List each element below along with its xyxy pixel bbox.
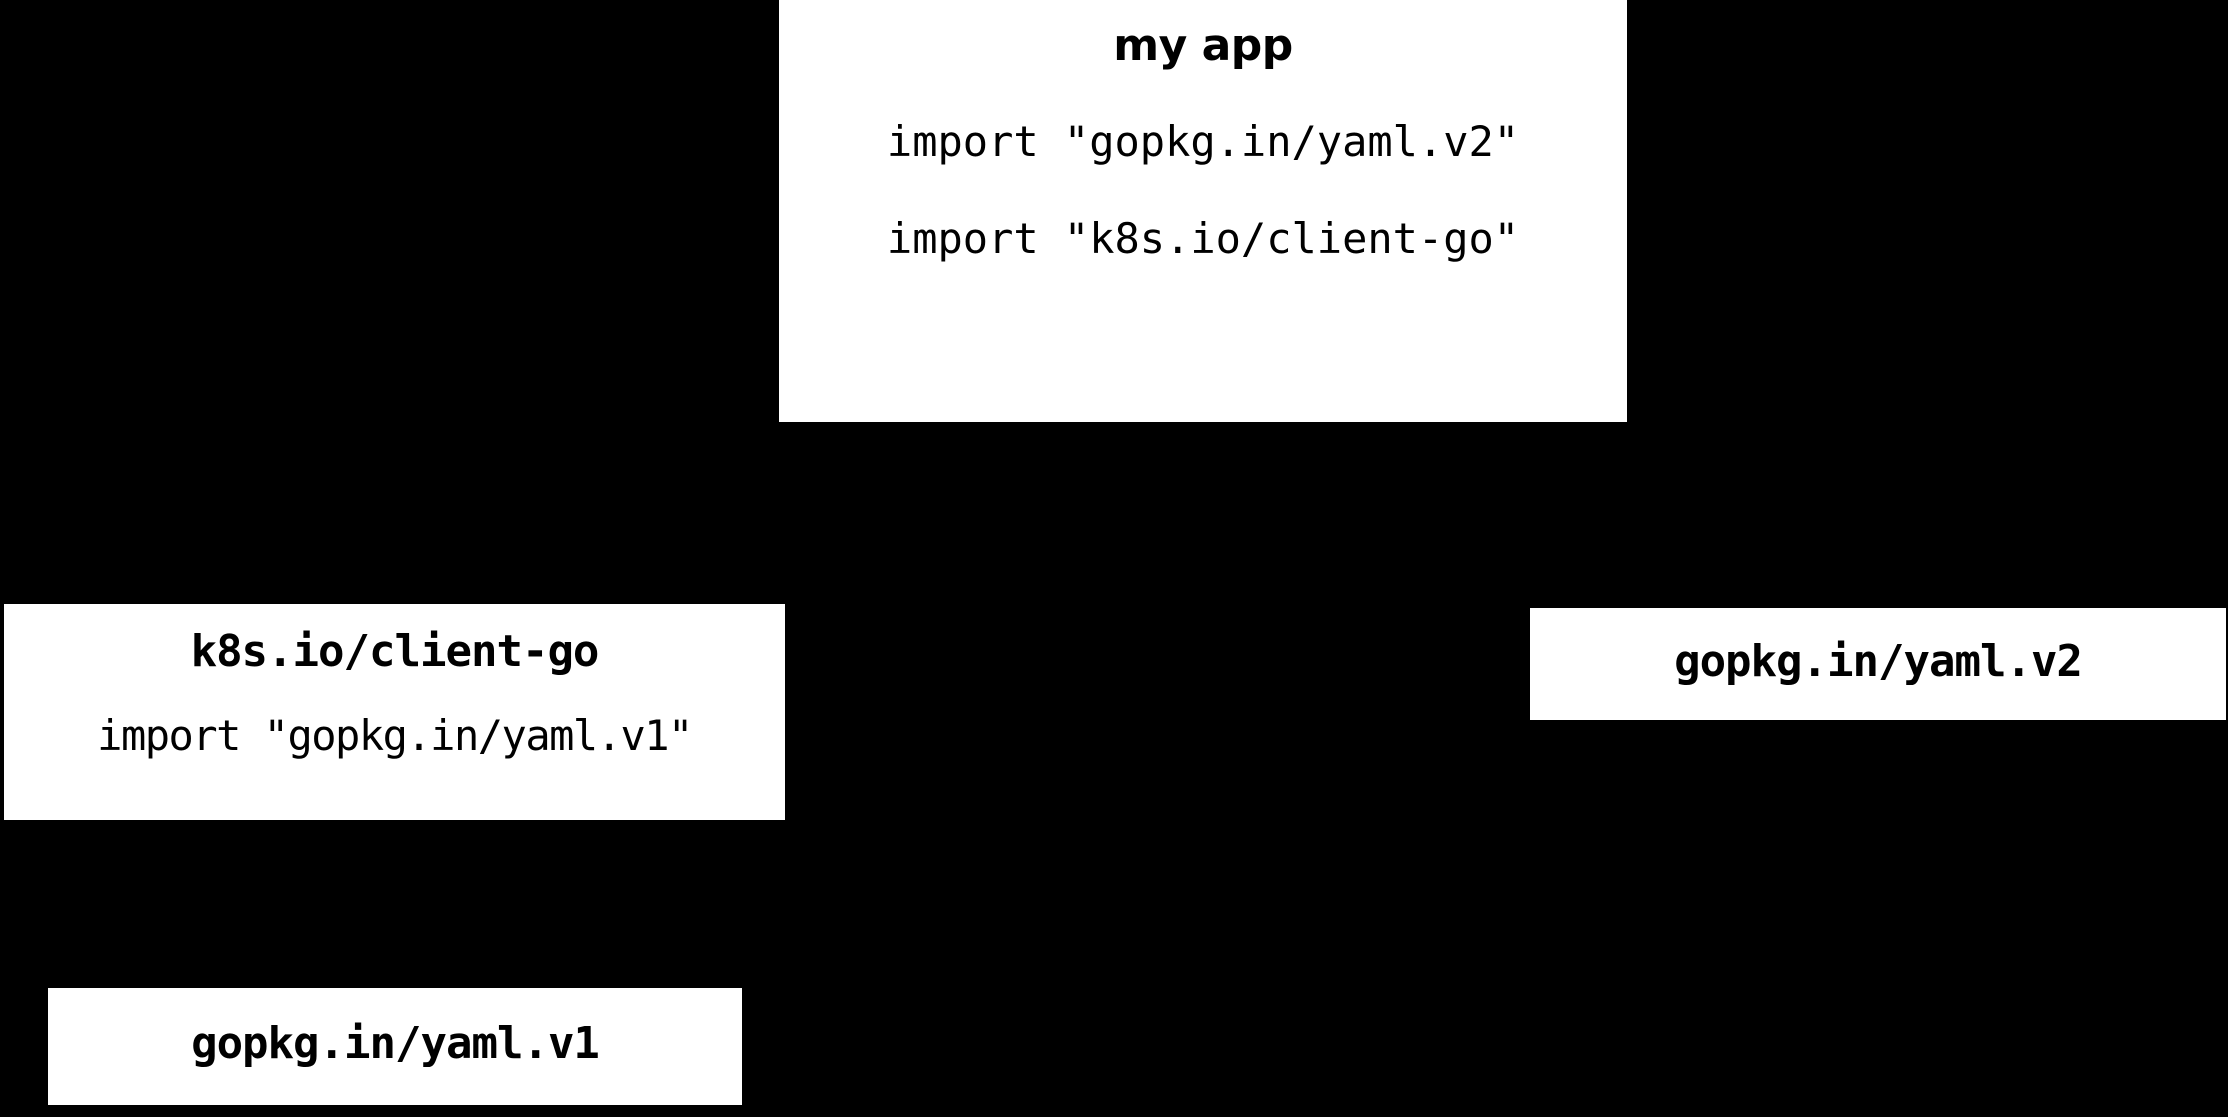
node-my-app-title: my app	[1113, 20, 1293, 71]
node-my-app-import-yaml-v2: import "gopkg.in/yaml.v2"	[886, 117, 1520, 166]
node-yaml-v2-title: gopkg.in/yaml.v2	[1674, 636, 2083, 687]
node-client-go-title: k8s.io/client-go	[190, 626, 600, 677]
node-client-go[interactable]: k8s.io/client-go import "gopkg.in/yaml.v…	[4, 604, 785, 820]
node-yaml-v2[interactable]: gopkg.in/yaml.v2	[1530, 608, 2226, 720]
node-client-go-import-yaml-v1: import "gopkg.in/yaml.v1"	[97, 711, 693, 760]
node-my-app[interactable]: my app import "gopkg.in/yaml.v2" import …	[779, 0, 1627, 422]
node-yaml-v1[interactable]: gopkg.in/yaml.v1	[48, 988, 742, 1105]
node-yaml-v1-title: gopkg.in/yaml.v1	[191, 1018, 600, 1069]
node-my-app-import-client-go: import "k8s.io/client-go"	[886, 214, 1520, 263]
